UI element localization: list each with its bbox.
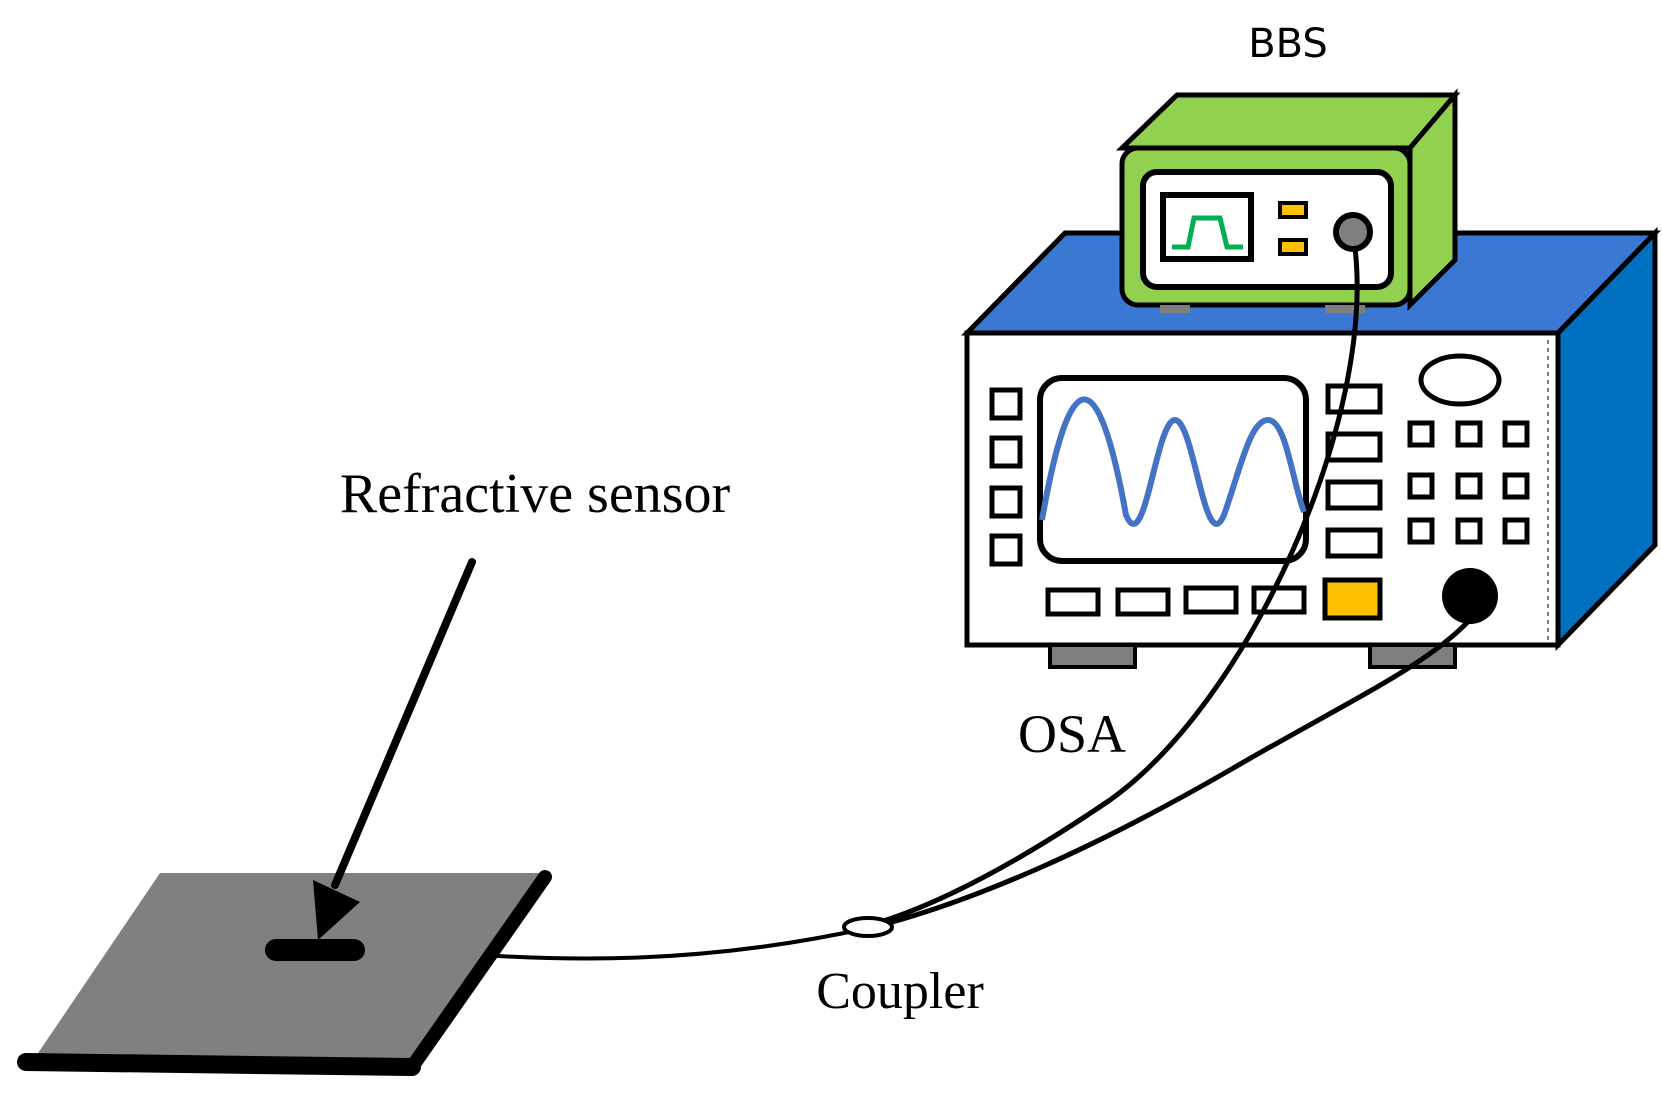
- fiber-osa-to-coupler: [869, 608, 1480, 931]
- osa-bottom-key: [1045, 587, 1101, 617]
- stage-right-edge: [405, 870, 552, 1074]
- osa-softkey: [1325, 431, 1383, 463]
- bbs-instrument: [1115, 88, 1461, 313]
- bbs-top-face: [1115, 92, 1461, 151]
- bbs-foot: [1160, 305, 1190, 313]
- osa-accent-key: [1322, 577, 1383, 621]
- osa-left-key: [989, 533, 1023, 567]
- osa-left-key: [989, 435, 1023, 469]
- osa-bottom-key: [1183, 585, 1239, 615]
- arrow-head-icon: [313, 880, 360, 940]
- osa-bottom-key: [1115, 587, 1171, 617]
- stage-front-edge: [17, 1053, 421, 1076]
- bbs-button: [1278, 201, 1308, 219]
- osa-keypad: [1407, 420, 1530, 545]
- fiber-bbs-to-coupler: [869, 247, 1360, 928]
- osa-label: OSA: [1018, 704, 1126, 764]
- osa-bottom-key: [1251, 585, 1307, 615]
- coupler-label: Coupler: [816, 963, 984, 1020]
- osa-left-key: [989, 485, 1023, 519]
- stage-plate: [30, 873, 545, 1065]
- bbs-button: [1278, 238, 1308, 256]
- osa-foot-left: [1048, 643, 1137, 669]
- coupler-icon: [842, 916, 894, 938]
- osa-input-port-icon: [1442, 568, 1498, 624]
- bbs-foot: [1325, 305, 1365, 313]
- bbs-output-port-icon: [1333, 212, 1373, 252]
- osa-knob-icon: [1418, 353, 1502, 407]
- refractive-sensor-label: Refractive sensor: [340, 463, 731, 525]
- osa-instrument: [961, 226, 1661, 669]
- bbs-label: BBS: [1248, 21, 1328, 67]
- osa-softkey: [1325, 383, 1383, 415]
- sensor-pointer-arrow: [313, 558, 476, 940]
- sensor-stage: [17, 870, 552, 1076]
- osa-softkey: [1325, 527, 1383, 559]
- osa-display: [1037, 375, 1309, 564]
- bbs-spectrum-trace: [1172, 215, 1243, 250]
- osa-spectrum-trace: [1039, 396, 1307, 527]
- osa-left-key: [989, 387, 1023, 421]
- osa-softkey: [1325, 479, 1383, 511]
